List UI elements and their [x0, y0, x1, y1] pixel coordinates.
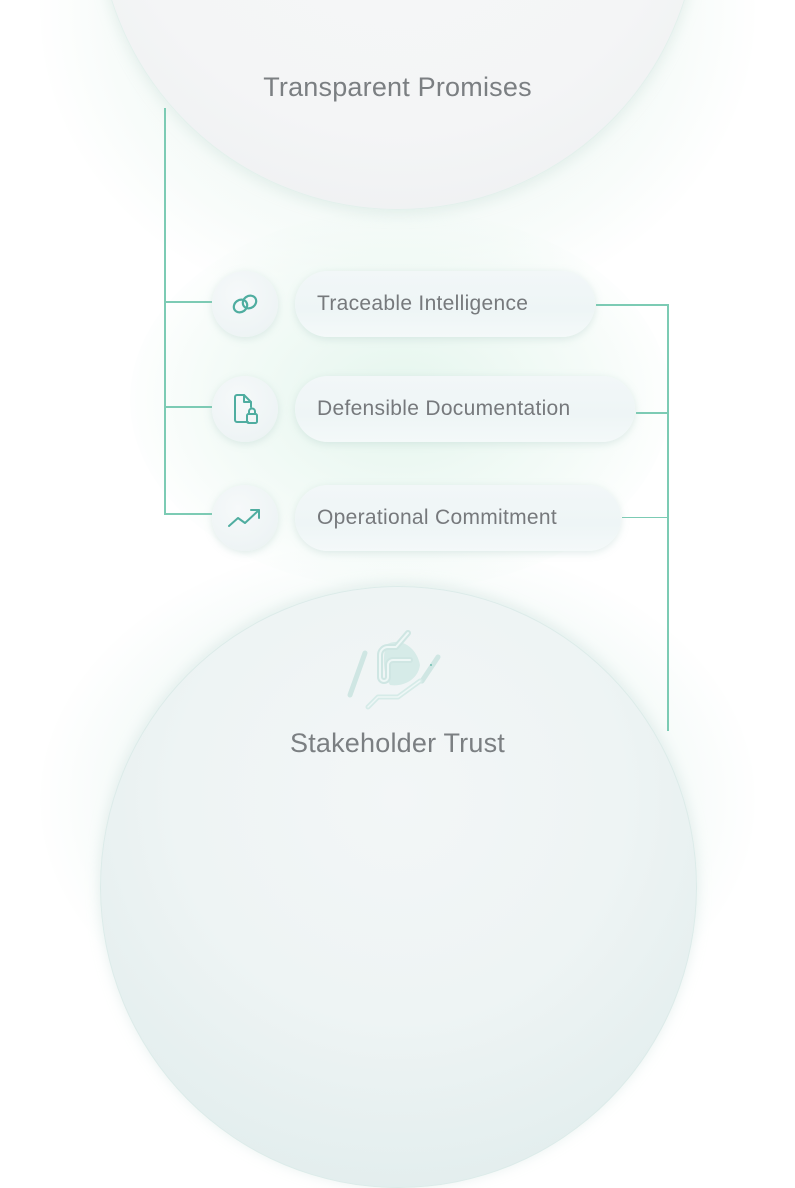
- locked-document-icon: [234, 394, 258, 424]
- right-branch-connector-2: [636, 412, 668, 414]
- top-node-circle: [97, 0, 699, 210]
- item-pill-3: Operational Commitment: [295, 485, 621, 551]
- item-icon-badge-3: [212, 485, 278, 551]
- item-label-2: Defensible Documentation: [317, 397, 571, 420]
- left-vertical-connector: [164, 108, 166, 515]
- handshake-icon: [347, 630, 441, 710]
- right-branch-connector-1: [596, 304, 668, 306]
- right-branch-connector-3: [622, 517, 668, 518]
- item-pill-2: Defensible Documentation: [295, 376, 635, 442]
- left-branch-connector-3: [164, 513, 212, 515]
- link-icon: [232, 294, 258, 314]
- item-pill-1: Traceable Intelligence: [295, 271, 595, 337]
- item-icon-badge-1: [212, 271, 278, 337]
- right-vertical-connector: [667, 304, 669, 731]
- item-icon-badge-2: [212, 376, 278, 442]
- bottom-node-label: Stakeholder Trust: [289, 728, 505, 758]
- left-branch-connector-1: [164, 301, 212, 303]
- item-label-1: Traceable Intelligence: [317, 292, 529, 315]
- trending-up-icon: [228, 509, 260, 527]
- top-node-label: Transparent Promises: [263, 72, 532, 102]
- item-label-3: Operational Commitment: [317, 506, 558, 529]
- left-branch-connector-2: [164, 406, 212, 408]
